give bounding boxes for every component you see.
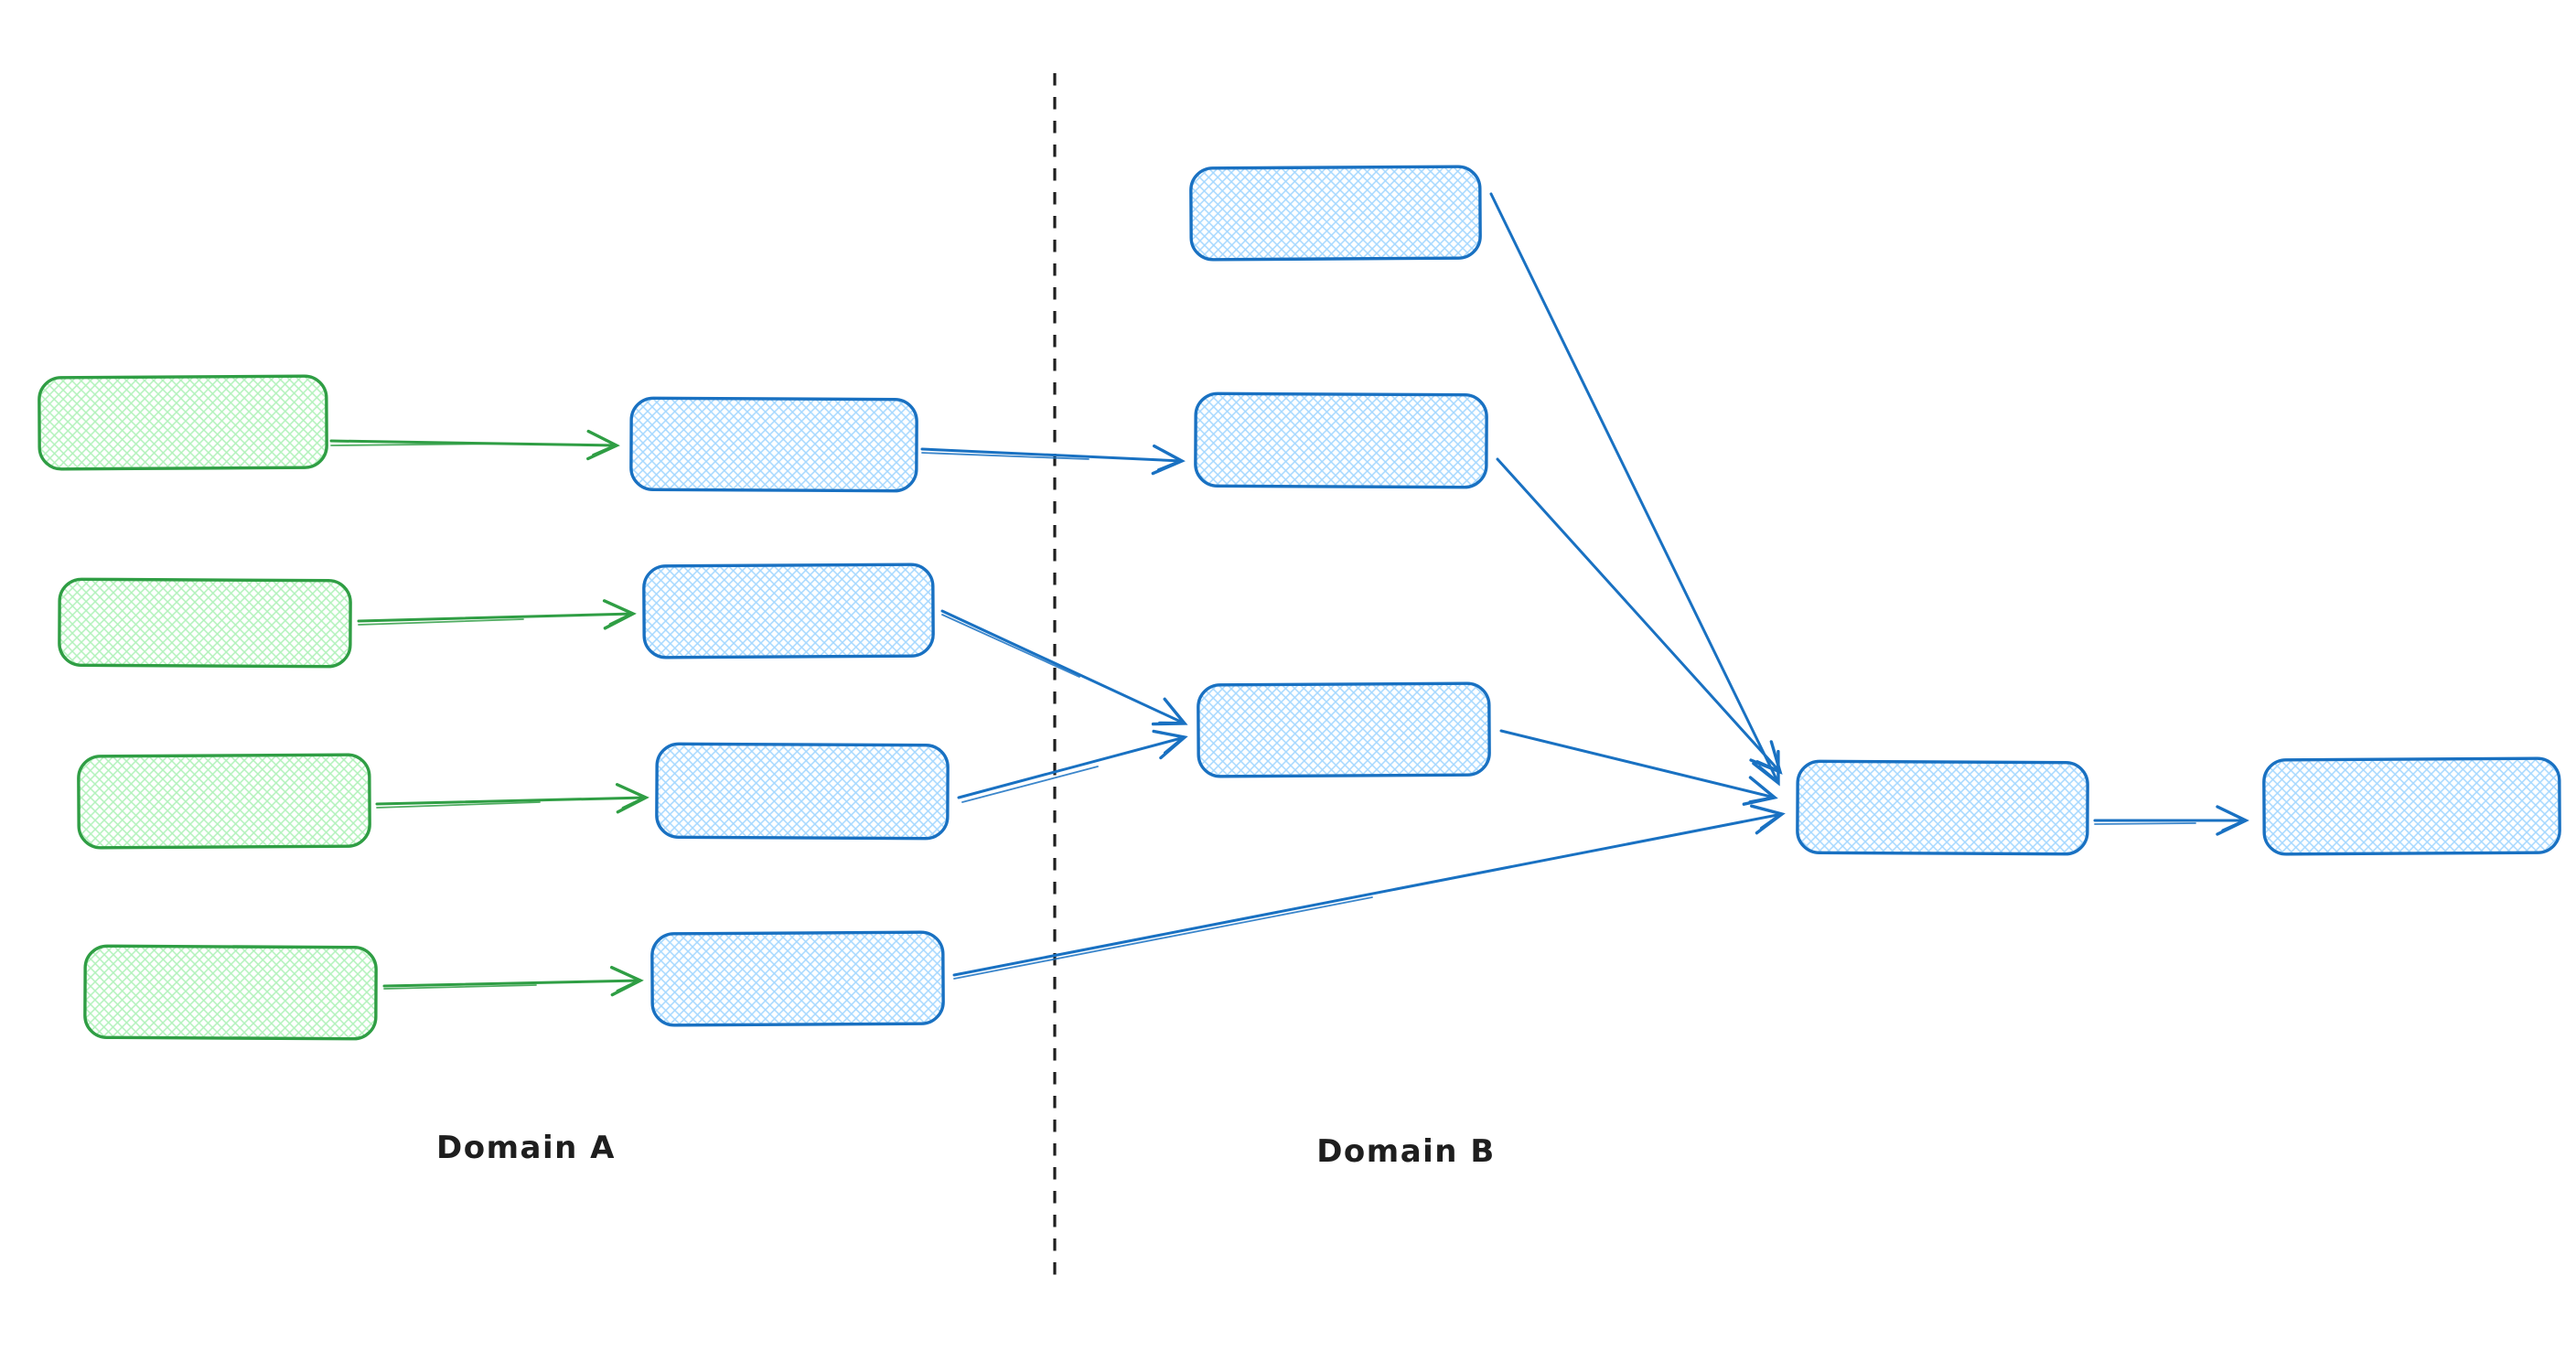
node-a-source-4[interactable] [83,944,378,1041]
arrow-source1-to-process1[interactable] [329,429,620,461]
node-a-source-3[interactable] [77,753,371,850]
node-a-process-1[interactable] [629,396,918,493]
arrow-source2-to-process2[interactable] [357,599,637,630]
node-b-stage-1[interactable] [1189,165,1482,262]
arrow-process4-to-collector[interactable] [952,804,1786,980]
node-a-source-2[interactable] [58,577,352,669]
node-b-stage-3[interactable] [1197,681,1491,778]
arrow-process3-to-stage3[interactable] [957,729,1188,803]
node-b-stage-2[interactable] [1194,391,1488,489]
node-b-output[interactable] [2262,756,2561,856]
arrow-process2-to-stage3[interactable] [940,609,1188,726]
node-a-process-4[interactable] [650,930,945,1027]
arrow-collector-to-output[interactable] [2093,805,2249,836]
arrow-source4-to-process4[interactable] [382,965,644,997]
domain-b-label[interactable]: Domain B [1316,1133,1496,1170]
node-a-source-1[interactable] [38,374,328,471]
arrow-stage2-to-collector[interactable] [1496,457,1783,775]
arrow-source3-to-process3[interactable] [375,783,649,814]
node-a-process-2[interactable] [642,563,935,659]
domain-a-label[interactable]: Domain A [436,1130,616,1166]
arrow-process1-to-stage2[interactable] [920,444,1186,476]
arrow-stage3-to-collector[interactable] [1499,729,1778,806]
arrow-stage1-to-collector[interactable] [1489,192,1780,787]
node-b-collector[interactable] [1796,759,2089,856]
node-a-process-3[interactable] [655,742,950,841]
